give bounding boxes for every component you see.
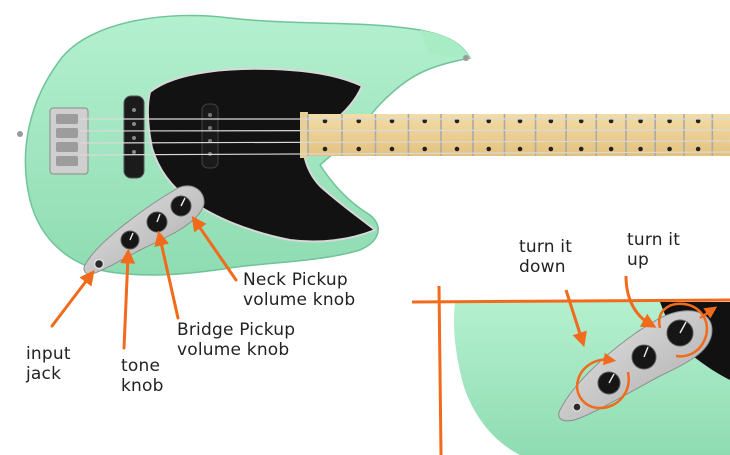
inset-input-jack	[572, 402, 582, 412]
inset-frame-left	[437, 285, 443, 455]
fret-dot	[389, 146, 395, 152]
fret-dot	[638, 146, 643, 152]
strap-button	[463, 55, 469, 61]
fret-dot	[695, 146, 701, 152]
neck-pickup-label-line1: Neck Pickup	[243, 270, 348, 290]
tone-knob-label: tone knob	[121, 356, 164, 396]
fret-dot	[578, 146, 584, 152]
input-jack-label-line2: jack	[26, 364, 62, 384]
turn-down-label: turn it down	[519, 237, 572, 277]
turn-up-arrow	[624, 275, 657, 328]
turn-down-label-line1: turn it	[519, 237, 573, 257]
neck-pickup-label: Neck Pickup volume knob	[243, 270, 355, 310]
fret-dot	[454, 146, 460, 152]
fret-dot	[517, 118, 523, 124]
fret-dot	[667, 146, 672, 152]
fret-dot	[356, 146, 362, 152]
fret-dot	[486, 146, 492, 152]
tone-knob-arrow	[120, 248, 136, 350]
input-jack	[93, 258, 105, 270]
fret-dot	[517, 146, 523, 152]
fret-dot	[548, 146, 554, 152]
strings	[79, 118, 730, 156]
fret-dot	[695, 118, 701, 124]
end-strap-button	[17, 131, 23, 137]
tone-knob	[120, 230, 140, 250]
frets	[307, 114, 714, 156]
neck-pickup-label-line2: volume knob	[243, 290, 356, 310]
neck-pickup-volume-knob	[170, 195, 192, 217]
upper-horn	[420, 30, 470, 58]
fret-dot	[638, 118, 643, 124]
turn-down-label-line2: down	[519, 257, 566, 277]
input-jack-label: input jack	[26, 344, 71, 384]
fret-dot	[667, 118, 672, 124]
tone-knob-label-line2: knob	[121, 376, 164, 396]
bridge-pickup-volume-knob	[146, 211, 168, 233]
inset-bridge-knob	[631, 344, 657, 370]
bridge-pickup-label: Bridge Pickup volume knob	[177, 320, 295, 360]
fret-dot	[322, 118, 328, 124]
turn-up-tick	[699, 306, 718, 320]
inset-detail	[411, 275, 730, 455]
fret-dot	[548, 118, 554, 124]
bridge-pickup	[123, 95, 145, 179]
bridge	[49, 107, 89, 175]
input-jack-arrow	[50, 270, 95, 328]
fret-dot	[322, 146, 328, 152]
inset-tone-knob	[597, 371, 621, 395]
turn-up-circle	[657, 302, 709, 358]
fret-dot	[422, 118, 428, 124]
bridge-pickup-label-line2: volume knob	[177, 340, 290, 360]
neck	[300, 112, 730, 158]
fret-dot	[608, 146, 614, 152]
turn-up-label: turn it up	[627, 230, 680, 270]
fret-dot	[389, 118, 395, 124]
bridge-pickup-label-line1: Bridge Pickup	[177, 320, 296, 340]
neck-knob-arrow	[191, 215, 238, 282]
input-jack-label-line1: input	[26, 344, 71, 364]
bridge-knob-arrow	[154, 230, 180, 320]
fret-dot	[454, 118, 460, 124]
fret-dot	[422, 146, 428, 152]
fret-dot	[356, 118, 362, 124]
neck-pickup	[201, 103, 219, 169]
turn-down-arrow	[564, 289, 587, 348]
pointer-arrows	[50, 215, 238, 350]
fret-dot	[486, 118, 492, 124]
turn-down-circle	[575, 352, 630, 410]
fret-markers	[322, 118, 701, 152]
tone-knob-label-line1: tone	[121, 356, 161, 376]
turn-up-label-line1: turn it	[627, 230, 681, 250]
fret-dot	[578, 118, 584, 124]
fret-dot	[608, 118, 614, 124]
inset-neck-knob	[666, 319, 694, 347]
turn-up-label-line2: up	[627, 250, 649, 270]
